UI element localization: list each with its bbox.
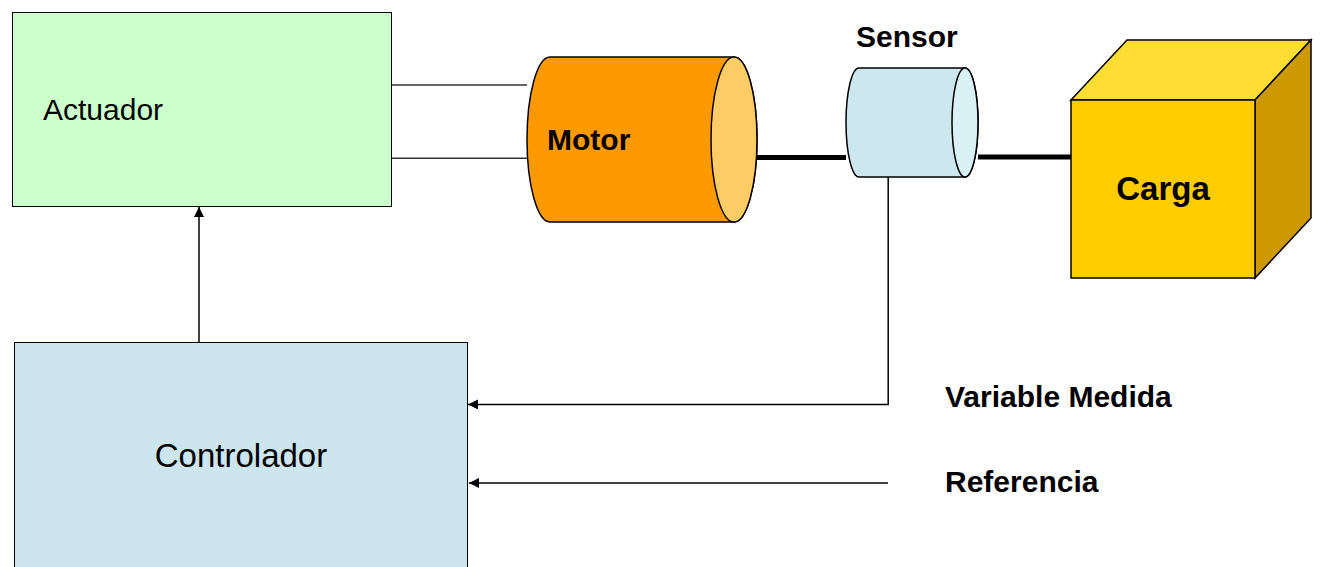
sensor-cylinder-outline: [846, 68, 978, 177]
signal-line: [198, 207, 200, 342]
cube-side: [1255, 40, 1311, 278]
load-cube-outline: [1071, 40, 1311, 278]
actuator-box: Actuador: [12, 12, 392, 207]
node-label: Actuador: [43, 93, 163, 127]
sensor-cylinder: Sensor: [846, 68, 978, 177]
cylinder-end: [952, 68, 978, 177]
node-label: Motor: [547, 123, 630, 157]
cylinder-body: [527, 57, 757, 222]
cube-front: [1071, 100, 1255, 278]
reference-label: Referencia: [945, 465, 1098, 499]
power-wire: [392, 158, 527, 160]
cylinder-body: [846, 68, 978, 177]
reference-arrow: [469, 482, 888, 484]
power-wire: [392, 84, 527, 86]
node-label: Controlador: [155, 437, 327, 475]
shaft: [978, 155, 1071, 160]
controller-box: Controlador: [14, 342, 468, 567]
shaft: [757, 155, 846, 160]
motor-cylinder: Motor: [527, 57, 757, 222]
node-label: Sensor: [856, 20, 958, 54]
node-label: Carga: [1071, 100, 1255, 278]
measured-variable-label: Variable Medida: [945, 380, 1172, 414]
load-cube: Carga: [1071, 40, 1311, 278]
cylinder-end: [711, 57, 757, 222]
